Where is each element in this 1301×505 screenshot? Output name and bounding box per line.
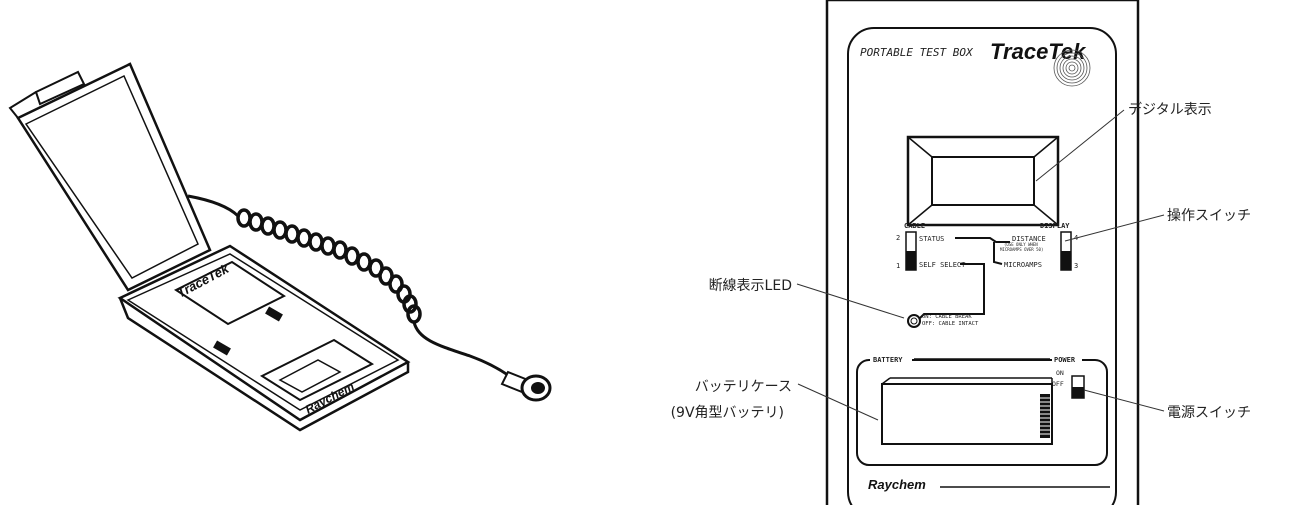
panel-wiring xyxy=(919,237,1010,319)
digital-display xyxy=(906,135,1060,227)
battery-frame xyxy=(856,359,1108,466)
battery-label: BATTERY xyxy=(873,356,903,364)
callout-leaders xyxy=(796,109,1165,421)
distance-label: DISTANCE xyxy=(1012,235,1046,243)
cable-position-2: 2 xyxy=(896,234,900,242)
break-led xyxy=(907,314,921,328)
microamps-label: MICROAMPS xyxy=(1004,261,1042,269)
device-illustration: TraceTek Raychem xyxy=(8,62,552,432)
cable-position-1: 1 xyxy=(896,262,900,270)
status-label: STATUS xyxy=(919,235,944,243)
cable-toggle-switch[interactable] xyxy=(905,231,917,271)
callout-operation-switch: 操作スイッチ xyxy=(1167,208,1251,224)
leader-battery-case xyxy=(797,383,879,421)
front-panel: PORTABLE TEST BOX TraceTek CABLE 2 1 STA xyxy=(825,0,1140,505)
distance-note-1: (USE ONLY WHEN xyxy=(1004,242,1038,247)
tracetek-logo: TraceTek xyxy=(990,39,1087,64)
callout-battery-type: (9V角型バッテリ) xyxy=(671,405,784,421)
device-display xyxy=(173,260,287,326)
power-toggle-switch[interactable] xyxy=(1071,375,1085,399)
leader-break-led xyxy=(796,283,905,319)
leader-digital-display xyxy=(1035,109,1125,182)
device-switch xyxy=(265,306,283,322)
device-lid xyxy=(16,62,212,292)
distance-note-2: MICROAMPS OVER 50) xyxy=(1000,247,1043,252)
cable-heading: CABLE xyxy=(904,222,925,230)
led-off-label: OFF: CABLE INTACT xyxy=(922,321,979,327)
callout-digital-display: デジタル表示 xyxy=(1128,101,1212,118)
callout-power-switch: 電源スイッチ xyxy=(1167,405,1251,421)
led-on-label: ON: CABLE BREAK xyxy=(922,314,972,320)
callout-break-led: 断線表示LED xyxy=(709,278,792,294)
display-heading: DISPLAY xyxy=(1040,222,1070,230)
raychem-logo: Raychem xyxy=(868,477,926,492)
leader-operation-switch xyxy=(1064,214,1165,242)
panel-title: PORTABLE TEST BOX xyxy=(860,46,974,59)
callout-battery-case: バッテリケース xyxy=(695,379,792,395)
power-on-label: ON xyxy=(1056,369,1064,377)
self-select-label: SELF SELECT xyxy=(919,261,966,269)
sensor-logo-icon xyxy=(1053,49,1091,87)
power-off-label: OFF xyxy=(1052,380,1064,388)
display-position-3: 3 xyxy=(1074,262,1078,270)
power-label: POWER xyxy=(1054,356,1076,364)
display-toggle-switch[interactable] xyxy=(1060,231,1072,271)
battery-compartment xyxy=(881,377,1053,445)
device-switch xyxy=(213,340,231,356)
coiled-cord xyxy=(236,208,422,324)
leader-power-switch xyxy=(1083,389,1165,412)
panel-inner-frame xyxy=(847,27,1117,505)
cord-connector xyxy=(500,370,552,402)
